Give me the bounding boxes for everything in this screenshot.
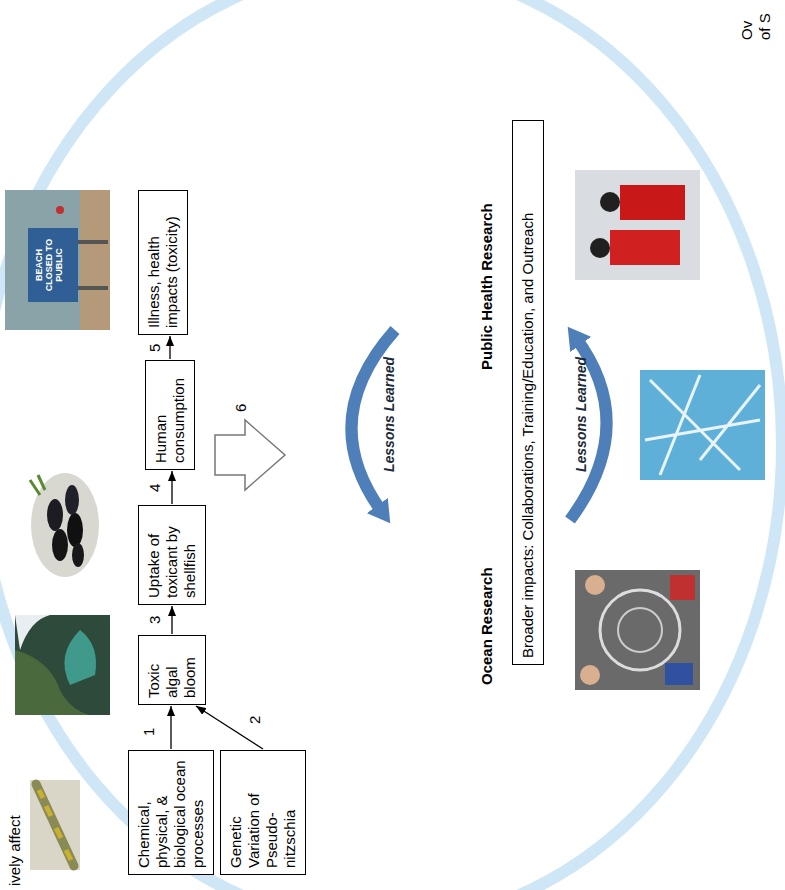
mussels-photo xyxy=(20,470,105,580)
satellite-photo xyxy=(15,615,110,715)
sign-text: BEACH CLOSED TO PUBLIC xyxy=(34,230,64,300)
box-text: Toxic algal bloom xyxy=(145,642,199,698)
research-label: Public Health Research xyxy=(478,203,496,370)
box-text: Chemical, physical, & biological ocean p… xyxy=(135,757,207,868)
cut-text: ively affect xyxy=(6,815,24,886)
box-text: Broader impacts: Collaborations, Trainin… xyxy=(519,127,537,658)
beach-photo xyxy=(5,190,110,330)
process-box: Uptake of toxicant by shellfish xyxy=(138,505,206,605)
process-box: Genetic Variation of Pseudo-nitzschia xyxy=(220,750,306,875)
callout-number: 4 xyxy=(146,484,164,492)
flow-arrow xyxy=(169,336,170,359)
callout-number: 5 xyxy=(146,344,164,352)
callout-number: 3 xyxy=(146,616,164,624)
research-label: Ocean Research xyxy=(478,567,496,685)
cycle-label: Lessons Learned xyxy=(380,357,398,472)
flow-arrow xyxy=(171,471,172,504)
diatom-chain-photo xyxy=(640,370,765,480)
impacts-band: Broader impacts: Collaborations, Trainin… xyxy=(512,120,544,665)
box-text: Human consumption xyxy=(152,367,188,463)
process-box: Chemical, physical, & biological ocean p… xyxy=(128,750,214,875)
flow-arrow xyxy=(170,706,171,749)
callout-number: 2 xyxy=(246,716,264,724)
process-box: Illness, health impacts (toxicity) xyxy=(138,190,188,335)
box-text: Uptake of toxicant by shellfish xyxy=(145,512,199,598)
cycle-label: Lessons Learned xyxy=(572,357,590,472)
diatom-photo xyxy=(30,780,80,870)
cycle-arrow xyxy=(570,338,607,520)
rosette-photo xyxy=(575,570,700,690)
callout-number: 6 xyxy=(232,404,250,412)
cut-text: Ov of S xyxy=(738,6,774,40)
flow-arrow xyxy=(171,606,172,634)
callout-number: 1 xyxy=(140,728,158,736)
hollow-arrow xyxy=(215,420,285,490)
survival-suits-photo xyxy=(575,170,700,280)
flow-arrow xyxy=(196,706,263,749)
process-box: Toxic algal bloom xyxy=(138,635,206,705)
box-text: Genetic Variation of Pseudo-nitzschia xyxy=(227,757,299,868)
box-text: Illness, health impacts (toxicity) xyxy=(145,197,181,328)
process-box: Human consumption xyxy=(145,360,195,470)
